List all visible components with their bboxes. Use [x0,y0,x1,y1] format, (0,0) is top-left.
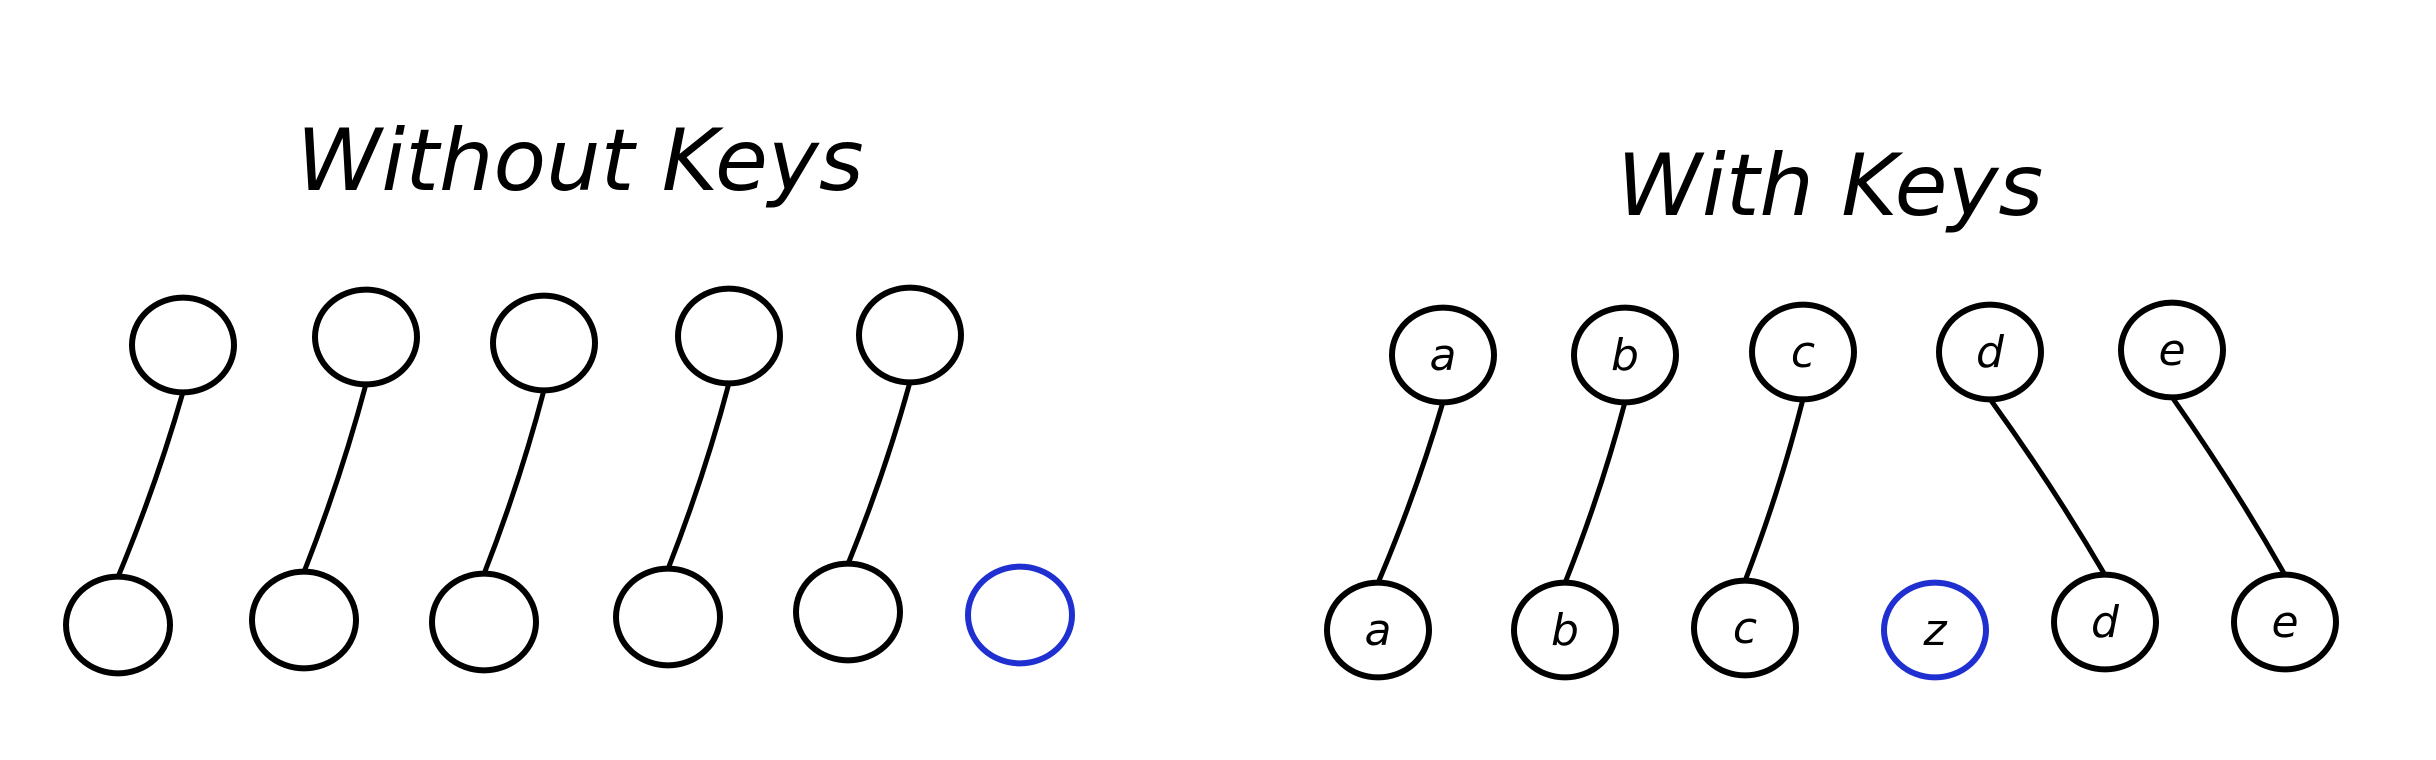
node-circle [1691,577,1799,679]
bottom-node [613,565,723,669]
node-circle [1749,301,1857,403]
bottom-node: d [2051,571,2159,673]
bottom-node: e [2231,571,2339,673]
top-node [856,284,964,386]
inserted-node: z [1881,579,1989,681]
top-node [129,294,237,396]
connection-line [2169,394,2288,578]
top-node [312,286,420,388]
node-label: e [2158,325,2185,376]
connection-line [301,381,369,575]
top-node: a [1389,304,1497,406]
node-circle [2231,571,2339,673]
bottom-node [429,570,539,674]
bottom-node [793,560,903,664]
node-circle [1881,579,1989,681]
top-row-nodes: a b c d e [1389,299,2226,406]
bottom-node: b [1511,579,1619,681]
connection-line [665,380,732,572]
node-circle [793,560,903,664]
bottom-node [249,568,359,672]
top-node: d [1936,301,2044,403]
top-row-nodes [129,284,964,396]
connection-line [1987,396,2108,578]
node-label: a [1365,605,1392,656]
node-circle [1511,579,1619,681]
node-circle [1936,301,2044,403]
node-circle [2118,299,2226,401]
node-label: c [1733,603,1757,654]
node-circle [129,294,237,396]
node-label: b [1611,330,1639,381]
node-circle [1571,304,1679,406]
node-circle [675,285,783,387]
panel-with-keys: With Keys a b c d e a b c z d e [1324,136,2339,681]
connection-edges [115,379,913,580]
bottom-node: a [1324,579,1432,681]
node-circle [965,563,1075,667]
panel-title-without-keys: Without Keys [296,111,863,211]
connection-line [1562,399,1628,586]
node-circle [249,568,359,672]
node-circle [312,286,420,388]
bottom-row-nodes [63,560,1075,677]
top-node [675,285,783,387]
top-node: e [2118,299,2226,401]
connection-line [845,379,913,567]
panel-without-keys: Without Keys [63,111,1075,677]
bottom-node: c [1691,577,1799,679]
connection-line [481,387,547,577]
connection-line [1742,396,1806,584]
top-node: b [1571,304,1679,406]
bottom-node [63,573,173,677]
node-label: z [1922,605,1947,656]
connection-line [115,389,186,580]
node-circle [490,292,598,394]
inserted-node [965,563,1075,667]
connection-line [1375,399,1446,586]
node-circle [429,570,539,674]
node-label: d [2091,597,2120,648]
node-circle [2051,571,2159,673]
node-label: c [1791,327,1815,378]
node-label: a [1430,330,1457,381]
top-node [490,292,598,394]
node-circle [1324,579,1432,681]
top-node: c [1749,301,1857,403]
node-label: e [2271,597,2298,648]
node-label: b [1551,605,1579,656]
node-circle [63,573,173,677]
node-label: d [1976,327,2005,378]
node-circle [613,565,723,669]
node-circle [856,284,964,386]
node-circle [1389,304,1497,406]
connection-edges [1375,394,2288,586]
panel-title-with-keys: With Keys [1617,136,2043,236]
